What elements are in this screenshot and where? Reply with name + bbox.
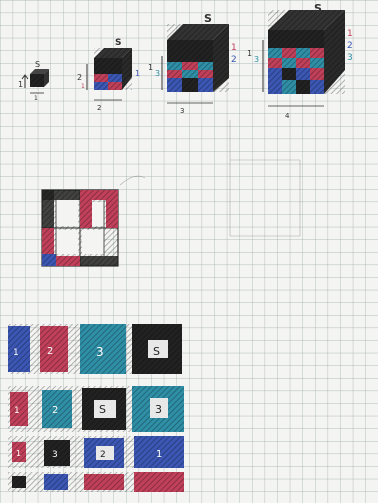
cube-2-right-label: 1 — [135, 69, 140, 78]
cube-4-bottom-label: 4 — [285, 112, 290, 120]
legend-r3-c3: 2 — [100, 450, 106, 460]
cube-4-left-label-2: 3 — [254, 55, 259, 64]
cube-2-left-label: 2 — [77, 73, 82, 82]
cube-1-top-label: S — [35, 60, 40, 69]
legend-r2-c3: S — [99, 403, 106, 416]
cube-3-bottom-label: 3 — [180, 107, 184, 115]
cube-3-right-label-1: 1 — [231, 43, 237, 53]
cube-1-bottom-label: 1 — [34, 95, 38, 102]
cube-4-left-label-1: 1 — [247, 49, 252, 58]
legend-r1-c1: 1 — [13, 348, 19, 358]
cube-4-right-label-1: 1 — [347, 29, 353, 39]
cube-4-top-label: S — [314, 2, 322, 15]
cube-3-left-label-2: 3 — [155, 69, 160, 78]
cube-4-right-label-3: 3 — [347, 53, 353, 63]
cube-4-right-label-2: 2 — [347, 41, 353, 51]
cube-2-left-sub: 1 — [81, 83, 85, 90]
legend-r2-c2: 2 — [52, 405, 58, 416]
cube-1-side-label: 1 — [18, 80, 23, 89]
legend-r3-c4: 1 — [156, 449, 162, 460]
legend-grid: 1 2 3 S 1 2 S 3 1 3 2 1 — [8, 324, 184, 492]
square-diagram — [42, 190, 118, 266]
cube-3-right-label-2: 2 — [231, 55, 237, 65]
cube-2-top-label: S — [115, 38, 121, 48]
legend-r2-c4: 3 — [155, 403, 162, 416]
legend-r2-c1: 1 — [14, 406, 20, 416]
cube-2-bottom-label: 2 — [97, 104, 101, 112]
legend-r1-c2: 2 — [47, 346, 53, 357]
legend-r3-c1: 1 — [16, 449, 21, 458]
legend-r3-c2: 3 — [52, 450, 58, 460]
legend-r1-c3: 3 — [96, 345, 104, 359]
cube-3-left-label: 1 — [148, 63, 153, 72]
cube-3-top-label: S — [204, 12, 212, 25]
legend-r1-c4: S — [153, 345, 160, 358]
